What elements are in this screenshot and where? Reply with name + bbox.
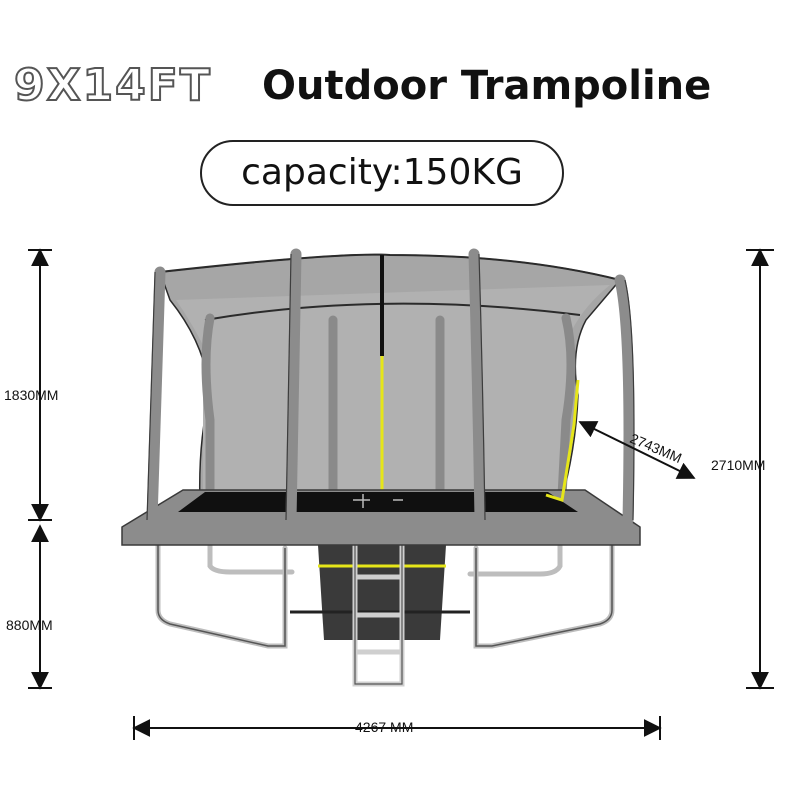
- size-label: 9X14FT: [13, 59, 212, 112]
- enclosure-height-label: 1830MM: [4, 387, 59, 403]
- total-height-label: 2710MM: [711, 457, 766, 473]
- anchor-net-skirt: [318, 545, 446, 640]
- jumping-mat: [178, 492, 578, 512]
- product-header: 9X14FT Outdoor Trampoline capacity:150KG: [0, 0, 800, 206]
- product-title: Outdoor Trampoline: [262, 63, 712, 109]
- length-label: 4267 MM: [355, 719, 414, 735]
- dimension-markers: [28, 248, 774, 740]
- frame-height-label: 880MM: [6, 617, 53, 633]
- capacity-badge: capacity:150KG: [200, 140, 564, 206]
